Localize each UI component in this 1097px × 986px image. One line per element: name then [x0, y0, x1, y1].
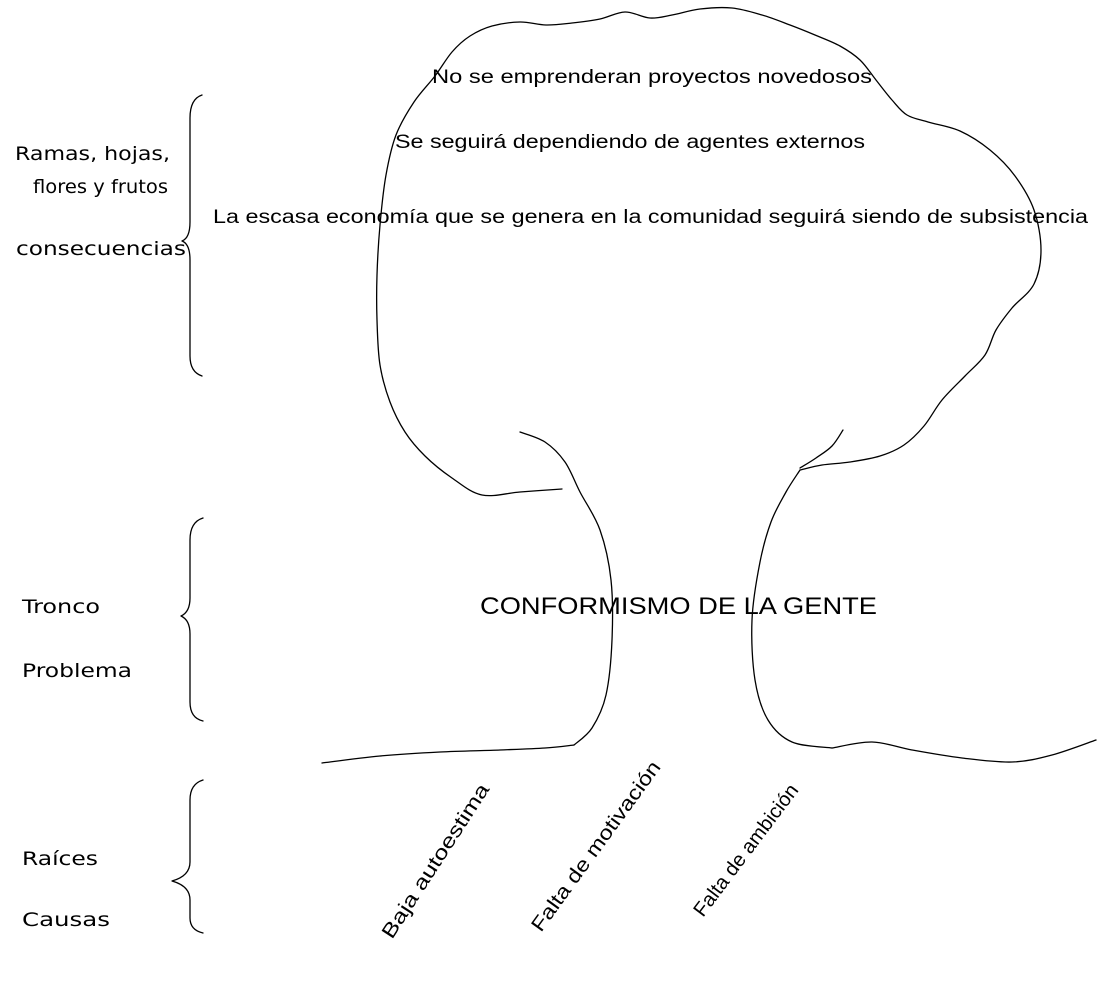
label-raices: Raíces — [22, 848, 98, 870]
trunk-right-line — [751, 469, 833, 749]
consequence-item: Se seguirá dependiendo de agentes extern… — [395, 132, 865, 153]
ground-line-right — [831, 739, 1097, 763]
consequences: No se emprenderan proyectos novedosos Se… — [213, 67, 1089, 228]
label-ramas-hojas: Ramas, hojas, — [15, 143, 170, 165]
trunk-left-line — [519, 431, 614, 746]
brace-trunk — [180, 517, 204, 722]
causes: Baja autoestima Falta de motivación Falt… — [378, 757, 804, 943]
brace-roots — [171, 779, 204, 934]
inner-branch-right — [799, 429, 844, 469]
label-problema: Problema — [22, 660, 132, 682]
label-tronco: Tronco — [21, 596, 100, 618]
consequence-item: La escasa economía que se genera en la c… — [213, 207, 1089, 228]
consequence-item: No se emprenderan proyectos novedosos — [432, 67, 872, 88]
section-braces — [171, 94, 204, 934]
cause-item: Falta de motivación — [527, 757, 665, 936]
ground-line-left — [321, 744, 575, 764]
central-problem: CONFORMISMO DE LA GENTE — [480, 593, 877, 620]
label-causas: Causas — [22, 909, 110, 931]
label-flores-frutos: flores y frutos — [33, 176, 168, 198]
tree-drawing — [321, 6, 1097, 764]
cause-item: Falta de ambición — [689, 780, 803, 921]
tree-crown-outline — [375, 6, 1042, 497]
cause-item: Baja autoestima — [378, 779, 495, 943]
brace-crown — [181, 94, 203, 377]
label-consecuencias: consecuencias — [16, 238, 186, 260]
left-labels: Ramas, hojas, flores y frutos consecuenc… — [15, 143, 186, 931]
